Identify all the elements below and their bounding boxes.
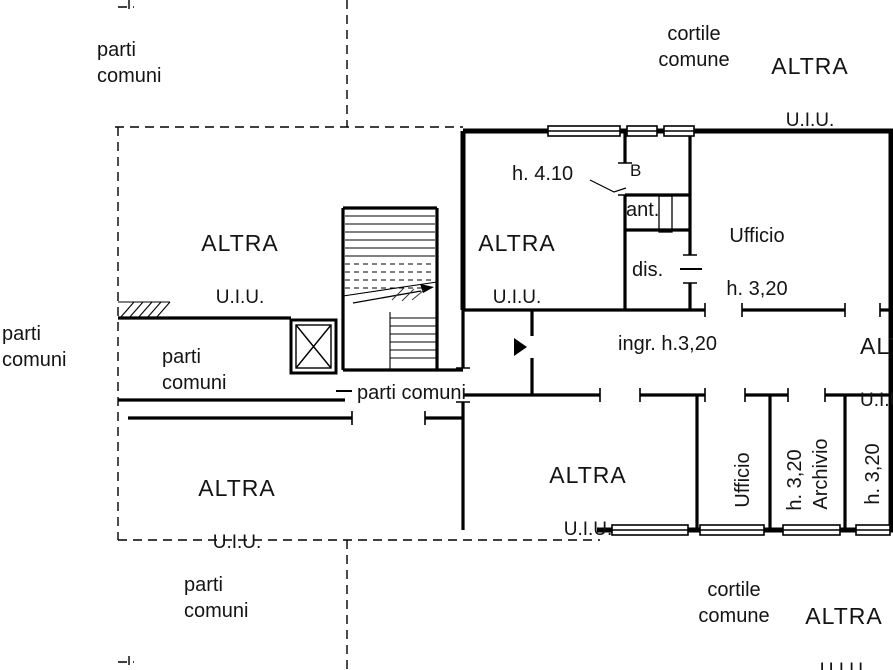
door-jamb-ticks [351, 162, 881, 425]
label-altra-upper-middle: ALTRA U.I.U. [469, 202, 565, 337]
room-height: h. 3,20 [726, 278, 788, 301]
label-parti-comuni-left-inner: parti comuni [162, 346, 227, 395]
label-parti-comuni-middle: parti comuni [357, 382, 466, 404]
label-ingresso: ingr. h.3,20 [618, 333, 717, 355]
label-parti-comuni-bottom: parti comuni [184, 574, 249, 623]
label-altra-bottom-right: ALTRA U.I.U. [796, 575, 892, 670]
label-altra-lower-left: ALTRA U.I.U. [189, 447, 285, 582]
room-name: Archivio [810, 438, 833, 510]
label-ufficio-lower-vertical: Ufficio h. 3,20 [705, 434, 805, 526]
unit-name: ALTRA [860, 333, 893, 360]
unit-name: ALTRA [198, 475, 276, 502]
inner-walls [118, 131, 893, 530]
label-altra-lower-middle: ALTRA U.I.U. [540, 434, 636, 569]
label-height-410: h. 4.10 [512, 163, 574, 185]
label-cortile-comune-bottom: cortile comune [698, 579, 770, 628]
label-room-b: B [630, 161, 642, 180]
height-leader-line [589, 179, 627, 193]
label-cortile-comune-top: cortile comune [658, 23, 730, 72]
unit-code: U.I.U. [492, 287, 542, 309]
label-parti-comuni-left-outside: parti comuni [2, 323, 67, 372]
unit-code: U.I.U. [563, 519, 613, 541]
unit-code: U.I.U. [796, 658, 892, 670]
label-archivio-vertical: Archivio h. 3,20 [783, 424, 883, 524]
label-altra-top-right: ALTRA U.I.U. [762, 25, 858, 160]
unit-code: U.I.U. [785, 110, 835, 132]
room-name: Ufficio [732, 452, 755, 508]
label-parti-comuni-top: parti comuni [97, 39, 162, 88]
window-symbols [547, 125, 891, 536]
wall-section-hatch [118, 301, 171, 319]
boundary-dashed-lines [115, 0, 600, 670]
unit-name: ALTRA [201, 230, 279, 257]
elevator-shaft [289, 318, 338, 375]
staircase [342, 215, 438, 370]
entrance-door-symbol [514, 338, 527, 356]
unit-name: ALTRA [805, 603, 883, 630]
label-altra-right-edge: ALTRA U.I.U. [860, 305, 893, 440]
label-altra-upper-left: ALTRA U.I.U. [192, 202, 288, 337]
label-dis: dis. [632, 259, 664, 281]
door-symbols [336, 179, 702, 392]
unit-code: U.I.U. [215, 287, 265, 309]
unit-name: ALTRA [478, 230, 556, 257]
unit-name: ALTRA [549, 462, 627, 489]
label-ufficio-upper: Ufficio h. 3,20 [712, 197, 802, 329]
fixture-symbol [658, 195, 673, 233]
unit-name: ALTRA [771, 53, 849, 80]
unit-code: U.I.U. [212, 532, 262, 554]
label-anteroom: ant. [626, 199, 660, 221]
unit-code: U.I.U. [860, 390, 893, 412]
room-height: h. 3,20 [861, 443, 884, 505]
room-name: Ufficio [729, 225, 785, 248]
